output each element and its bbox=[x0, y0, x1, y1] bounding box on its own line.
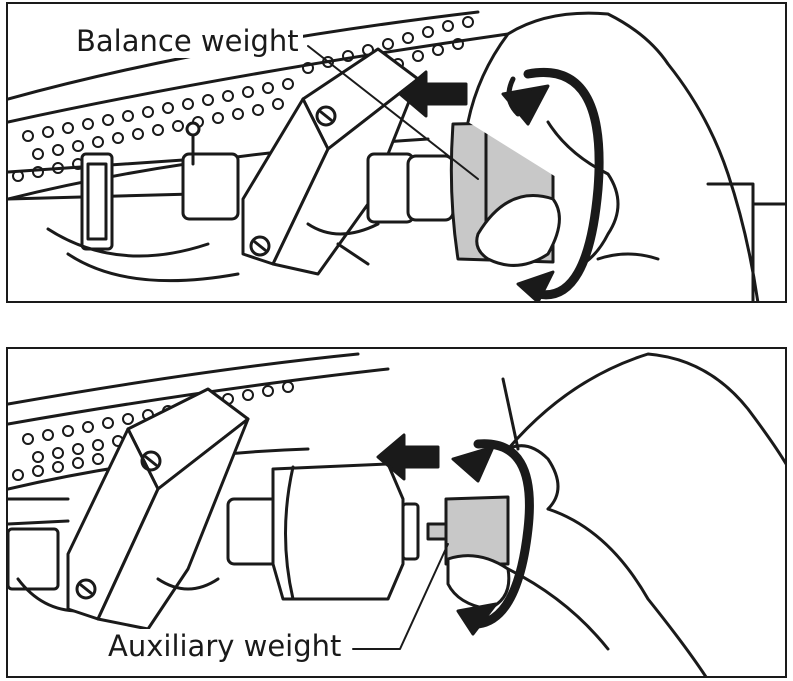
top-illustration-panel bbox=[6, 2, 787, 303]
balance-weight-label: Balance weight bbox=[72, 24, 303, 58]
tonearm-tube bbox=[8, 121, 240, 283]
rotation-arrow-icon bbox=[451, 439, 534, 636]
auxiliary-weight-label: Auxiliary weight bbox=[104, 629, 346, 663]
tonearm-base bbox=[66, 387, 250, 631]
balance-weight-leader-line bbox=[307, 45, 479, 180]
hand-illustration bbox=[466, 11, 785, 301]
weight-shaft bbox=[366, 152, 455, 224]
auxiliary-weight bbox=[426, 495, 510, 566]
rotation-arrow-icon bbox=[501, 68, 604, 301]
balance-weight-illustration bbox=[8, 10, 785, 301]
balance-weight bbox=[271, 462, 420, 601]
bottom-illustration-panel bbox=[6, 347, 787, 678]
tonearm-base bbox=[241, 47, 420, 276]
left-arrow-icon bbox=[398, 70, 468, 118]
tonearm-tube bbox=[8, 497, 100, 613]
hand-illustration bbox=[446, 352, 785, 676]
left-arrow-icon bbox=[376, 433, 440, 481]
auxiliary-weight-leader-line bbox=[352, 543, 449, 650]
auxiliary-weight-illustration bbox=[8, 352, 785, 676]
